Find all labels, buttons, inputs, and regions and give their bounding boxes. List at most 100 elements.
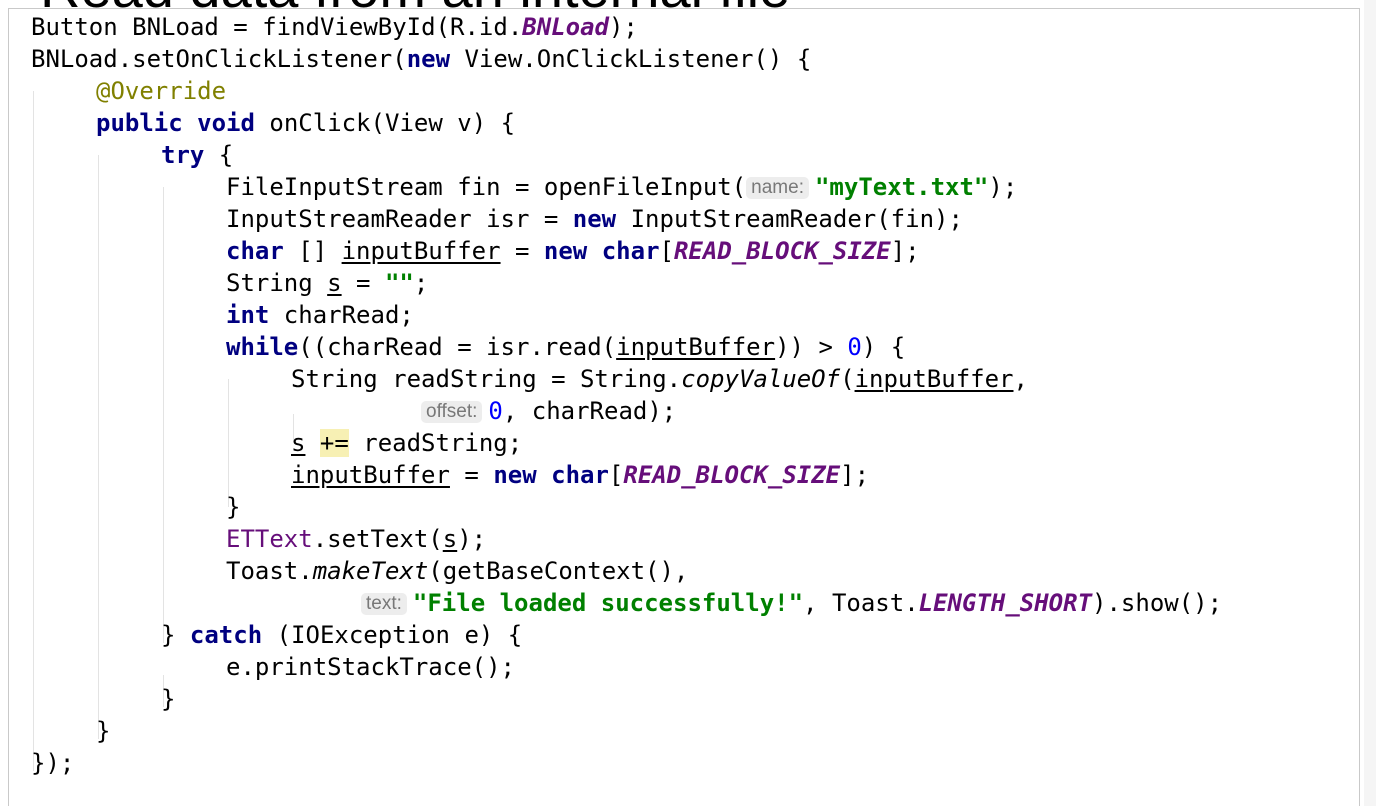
- constant: LENGTH_SHORT: [918, 589, 1093, 617]
- code-line-4: public void onClick(View v) {: [96, 107, 515, 139]
- keyword: char: [601, 237, 660, 265]
- code-text: FileInputStream fin = openFileInput(: [226, 173, 747, 201]
- editor-scroll-gutter[interactable]: [1364, 0, 1376, 806]
- keyword: char: [551, 461, 609, 489]
- code-line-18: Toast.makeText(getBaseContext(),: [226, 555, 688, 587]
- keyword: new: [493, 461, 537, 489]
- code-text: InputStreamReader(fin);: [616, 205, 963, 233]
- code-text: )) >: [775, 333, 848, 361]
- code-text: =: [500, 237, 544, 265]
- code-line-21: e.printStackTrace();: [226, 651, 515, 683]
- variable: inputBuffer: [616, 333, 776, 361]
- static-method: copyValueOf: [681, 365, 841, 393]
- constant: READ_BLOCK_SIZE: [623, 461, 841, 489]
- keyword: char: [226, 237, 284, 265]
- code-text: ,: [1013, 365, 1028, 393]
- code-text: (getBaseContext(),: [428, 557, 689, 585]
- code-text: =: [341, 269, 385, 297]
- code-editor[interactable]: Button BNLoad = findViewById(R.id.BNLoad…: [8, 8, 1360, 806]
- code-line-19: text:"File loaded successfully!", Toast.…: [361, 587, 1222, 619]
- code-text: ];: [890, 237, 920, 265]
- string-literal: "": [384, 269, 414, 297]
- variable: s: [327, 269, 342, 297]
- code-text: }: [226, 493, 241, 521]
- code-line-9: String s = "";: [226, 267, 428, 299]
- code-text: [587, 237, 601, 265]
- code-text: String: [226, 269, 328, 297]
- field-reference: ETText: [226, 525, 313, 553]
- code-text: );: [988, 173, 1018, 201]
- variable: inputBuffer: [291, 461, 450, 489]
- code-text: Toast.: [226, 557, 313, 585]
- code-line-24: });: [31, 747, 74, 779]
- highlighted-operator: +=: [319, 429, 349, 457]
- code-text: , Toast.: [803, 589, 919, 617]
- variable: inputBuffer: [854, 365, 1014, 393]
- code-text: }: [161, 685, 176, 713]
- variable: inputBuffer: [341, 237, 501, 265]
- code-line-23: }: [96, 715, 110, 747]
- code-text: [537, 461, 551, 489]
- field-reference: BNLoad: [522, 13, 609, 41]
- code-line-1: Button BNLoad = findViewById(R.id.BNLoad…: [31, 11, 638, 43]
- code-line-22: }: [161, 683, 175, 715]
- code-line-2: BNLoad.setOnClickListener(new View.OnCli…: [31, 43, 811, 75]
- code-text: [183, 109, 197, 137]
- keyword: new: [543, 237, 588, 265]
- code-line-5: try {: [161, 139, 233, 171]
- indent-guide: [98, 155, 99, 739]
- code-text: ;: [413, 269, 429, 297]
- keyword: while: [226, 333, 299, 361]
- keyword: int: [226, 301, 270, 329]
- indent-guide: [163, 675, 164, 707]
- code-text: (IOException e) {: [262, 621, 523, 649]
- code-text: View.OnClickListener() {: [450, 45, 812, 73]
- code-line-12: String readString = String.copyValueOf(i…: [291, 363, 1028, 395]
- keyword: try: [161, 141, 205, 169]
- number-literal: 0: [488, 397, 503, 425]
- code-text: .setText(: [312, 525, 443, 553]
- code-text: ) {: [861, 333, 906, 361]
- code-text: (: [840, 365, 855, 393]
- parameter-hint: name:: [746, 177, 809, 199]
- code-line-20: } catch (IOException e) {: [161, 619, 522, 651]
- variable: s: [442, 525, 458, 553]
- number-literal: 0: [847, 333, 862, 361]
- code-text: [: [608, 461, 624, 489]
- indent-guide: [293, 414, 294, 442]
- code-text: []: [283, 237, 342, 265]
- code-text: charRead;: [269, 301, 414, 329]
- code-line-17: ETText.setText(s);: [226, 523, 486, 555]
- code-line-7: InputStreamReader isr = new InputStreamR…: [226, 203, 963, 235]
- code-text: }: [96, 717, 111, 745]
- parameter-hint: offset:: [421, 401, 483, 423]
- keyword: new: [572, 205, 617, 233]
- code-text: {: [204, 141, 234, 169]
- keyword: new: [406, 45, 451, 73]
- code-line-11: while((charRead = isr.read(inputBuffer))…: [226, 331, 905, 363]
- code-text: );: [457, 525, 487, 553]
- code-line-16: }: [226, 491, 240, 523]
- code-line-6: FileInputStream fin = openFileInput(name…: [226, 171, 1017, 203]
- code-text: ).show();: [1092, 589, 1223, 617]
- variable: s: [291, 429, 306, 457]
- code-text: }: [161, 621, 190, 649]
- indent-guide: [33, 91, 34, 771]
- keyword: void: [197, 109, 255, 137]
- keyword: public: [96, 109, 183, 137]
- keyword: catch: [189, 621, 263, 649]
- code-line-3: @Override: [96, 75, 226, 107]
- code-line-10: int charRead;: [226, 299, 414, 331]
- code-text: });: [31, 749, 75, 777]
- code-text: e.printStackTrace();: [226, 653, 515, 681]
- code-text: onClick(View v) {: [254, 109, 516, 137]
- code-line-14: s += readString;: [291, 427, 522, 459]
- annotation: @Override: [96, 77, 227, 105]
- code-text: );: [608, 13, 638, 41]
- code-line-8: char [] inputBuffer = new char[READ_BLOC…: [226, 235, 920, 267]
- code-text: [: [659, 237, 674, 265]
- parameter-hint: text:: [361, 593, 407, 615]
- indent-guide: [163, 187, 164, 643]
- code-text: BNLoad.setOnClickListener(: [31, 45, 407, 73]
- code-line-13: offset:0, charRead);: [421, 395, 676, 427]
